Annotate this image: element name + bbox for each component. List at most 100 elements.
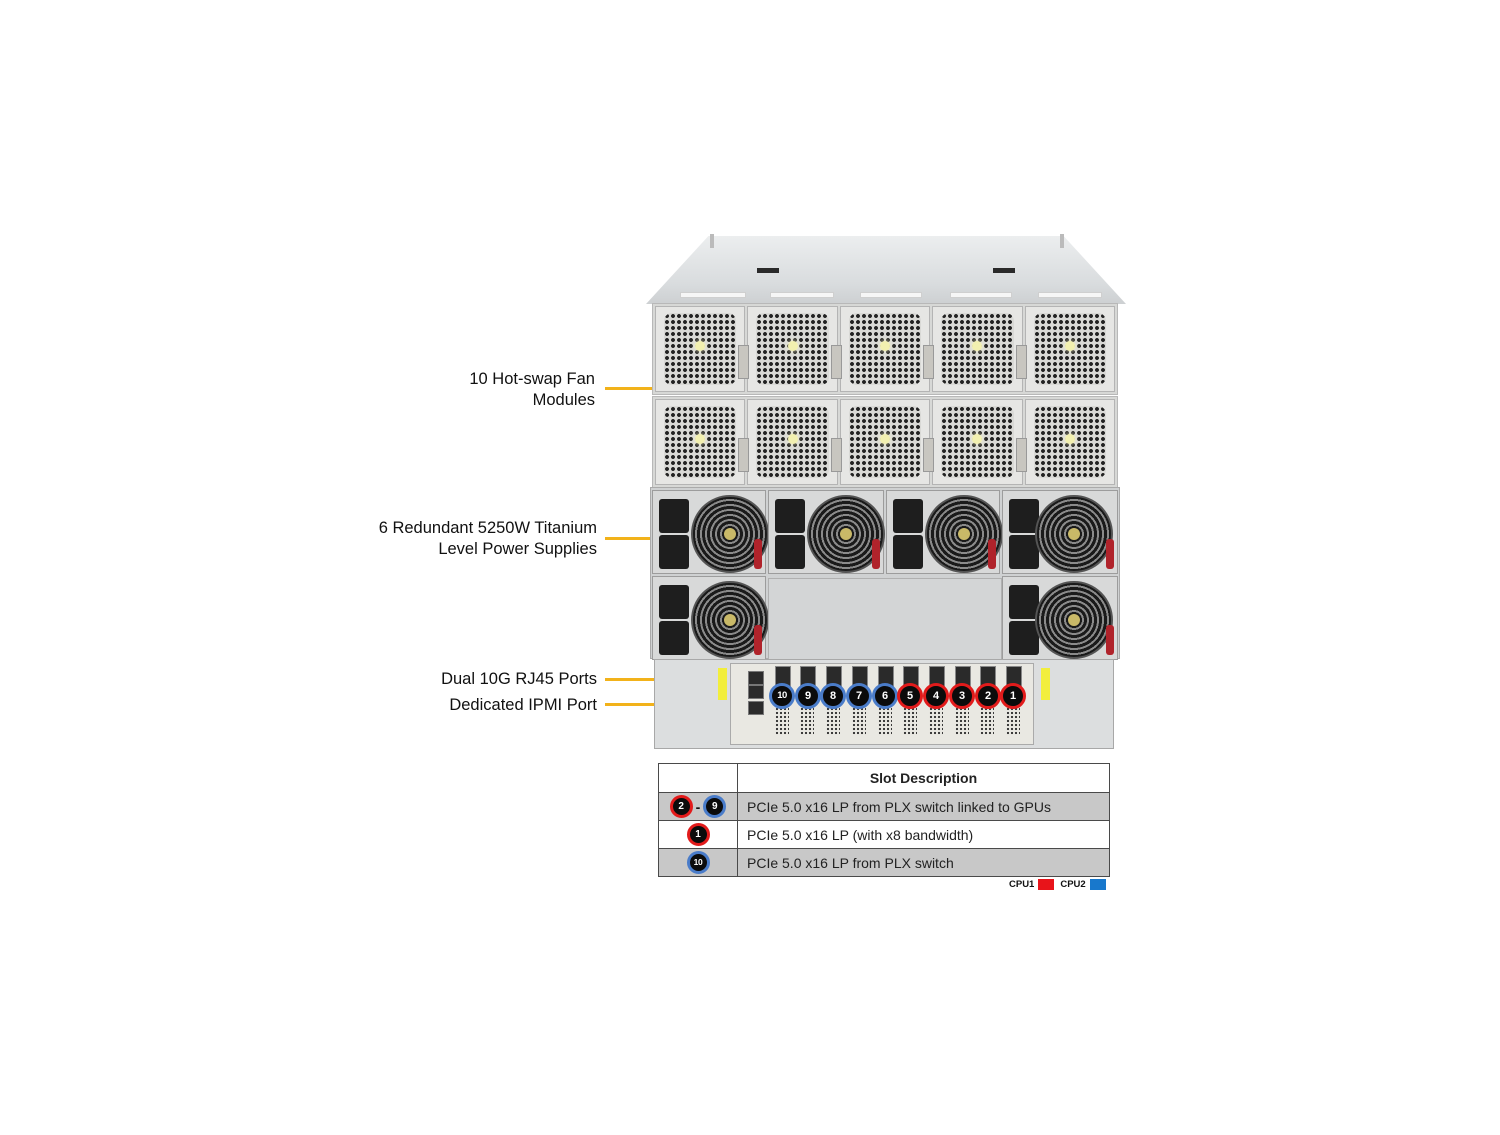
fan-led-icon xyxy=(880,340,891,351)
table-header-slot-description: Slot Description xyxy=(737,763,1110,793)
fan-module[interactable] xyxy=(839,306,935,392)
pcie-slot-9-badge: 9 xyxy=(795,683,821,709)
psu-release-handle[interactable] xyxy=(988,539,996,569)
power-socket-icon xyxy=(1009,499,1039,533)
psu-release-handle[interactable] xyxy=(754,539,762,569)
fan-latch[interactable] xyxy=(830,438,842,472)
fan-module[interactable] xyxy=(932,399,1027,485)
power-supply-6[interactable] xyxy=(1002,576,1118,660)
psu-release-handle[interactable] xyxy=(872,539,880,569)
fan-led-icon xyxy=(787,433,798,444)
vent-strip xyxy=(770,292,834,298)
pcie-slot-7-badge: 7 xyxy=(846,683,872,709)
psu-release-handle[interactable] xyxy=(1106,539,1114,569)
rj45-port-1[interactable] xyxy=(748,671,764,685)
fan-grill-icon xyxy=(848,406,922,478)
power-supply-1[interactable] xyxy=(652,490,769,574)
chassis-rail-left xyxy=(710,234,714,248)
power-socket-icon xyxy=(659,585,689,619)
power-socket-icon xyxy=(1009,535,1039,569)
fan-module[interactable] xyxy=(1024,306,1116,392)
power-socket-icon xyxy=(659,621,689,655)
fan-latch[interactable] xyxy=(830,345,842,379)
pcie-slot-8-badge: 8 xyxy=(820,683,846,709)
fan-latch[interactable] xyxy=(1015,345,1027,379)
rj45-port-2[interactable] xyxy=(748,685,764,699)
fan-modules-label: 10 Hot-swap Fan Modules xyxy=(380,369,595,411)
table-row-slot-icons: 10 xyxy=(658,848,738,877)
fan-module[interactable] xyxy=(1024,399,1116,485)
table-row-slot-icons: 2-9 xyxy=(658,792,738,821)
slot-badge-9: 9 xyxy=(703,795,727,818)
fan-latch[interactable] xyxy=(1015,438,1027,472)
pcie-slot-5-badge: 5 xyxy=(897,683,923,709)
power-socket-icon xyxy=(659,499,689,533)
psu-blank-panel xyxy=(768,578,1002,660)
fan-module[interactable] xyxy=(655,306,750,392)
yellow-release-tab[interactable] xyxy=(1041,668,1050,700)
slot-badge-10: 10 xyxy=(686,851,710,874)
table-header-icon-cell xyxy=(658,763,738,793)
fan-latch[interactable] xyxy=(923,345,935,379)
psu-fan-icon xyxy=(1035,495,1113,573)
power-supply-2[interactable] xyxy=(768,490,885,574)
pcie-vent xyxy=(826,703,840,735)
top-cover-slot xyxy=(993,268,1015,273)
power-socket-icon xyxy=(893,535,923,569)
power-supply-3[interactable] xyxy=(886,490,1003,574)
psu-fan-icon xyxy=(1035,581,1113,659)
vent-strip xyxy=(1038,292,1102,298)
pcie-slot-2-badge: 2 xyxy=(975,683,1001,709)
table-row: 2-9 PCIe 5.0 x16 LP from PLX switch link… xyxy=(658,792,1110,821)
table-row-slot-icons: 1 xyxy=(658,820,738,849)
fan-module[interactable] xyxy=(747,399,842,485)
fan-modules-label-line1: 10 Hot-swap Fan xyxy=(469,370,595,388)
fan-row-bottom xyxy=(652,396,1118,488)
power-supplies-label-line2: Level Power Supplies xyxy=(438,540,597,558)
pcie-slot-3-badge: 3 xyxy=(949,683,975,709)
table-row: 1 PCIe 5.0 x16 LP (with x8 bandwidth) xyxy=(658,820,1110,849)
fan-led-icon xyxy=(787,340,798,351)
pcie-vent xyxy=(955,703,969,735)
fan-module[interactable] xyxy=(932,306,1027,392)
ipmi-port[interactable] xyxy=(748,701,764,715)
power-socket-icon xyxy=(893,499,923,533)
psu-release-handle[interactable] xyxy=(754,625,762,655)
fan-module[interactable] xyxy=(747,306,842,392)
fan-led-icon xyxy=(695,433,706,444)
fan-led-icon xyxy=(972,340,983,351)
yellow-release-tab[interactable] xyxy=(718,668,727,700)
table-row-description: PCIe 5.0 x16 LP from PLX switch xyxy=(737,848,1110,877)
cpu1-legend-label: CPU1 xyxy=(1009,879,1035,890)
fan-latch[interactable] xyxy=(923,438,935,472)
fan-module[interactable] xyxy=(839,399,935,485)
table-header-row: Slot Description xyxy=(658,763,1110,793)
power-socket-icon xyxy=(1009,585,1039,619)
power-socket-icon xyxy=(775,535,805,569)
ipmi-port-label: Dedicated IPMI Port xyxy=(449,696,597,714)
cpu-legend: CPU1 CPU2 xyxy=(1009,879,1106,890)
power-supply-5[interactable] xyxy=(652,576,769,660)
power-socket-icon xyxy=(775,499,805,533)
fan-led-icon xyxy=(880,433,891,444)
fan-latch[interactable] xyxy=(738,438,750,472)
fan-led-icon xyxy=(1064,340,1075,351)
fan-module[interactable] xyxy=(655,399,750,485)
chassis-rail-right xyxy=(1060,234,1064,248)
power-supplies-label: 6 Redundant 5250W Titanium Level Power S… xyxy=(330,518,597,560)
pcie-vent xyxy=(903,703,917,735)
power-socket-icon xyxy=(1009,621,1039,655)
vent-strip xyxy=(950,292,1012,298)
pcie-vent xyxy=(1006,703,1020,735)
fan-led-icon xyxy=(695,340,706,351)
fan-latch[interactable] xyxy=(738,345,750,379)
range-dash: - xyxy=(695,798,701,815)
rj45-ports-label: Dual 10G RJ45 Ports xyxy=(441,670,597,688)
pcie-vent xyxy=(980,703,994,735)
pcie-vent xyxy=(852,703,866,735)
power-supplies-label-line1: 6 Redundant 5250W Titanium xyxy=(378,519,597,537)
top-cover-slot xyxy=(757,268,779,273)
power-supply-4[interactable] xyxy=(1002,490,1118,574)
psu-release-handle[interactable] xyxy=(1106,625,1114,655)
power-socket-icon xyxy=(659,535,689,569)
